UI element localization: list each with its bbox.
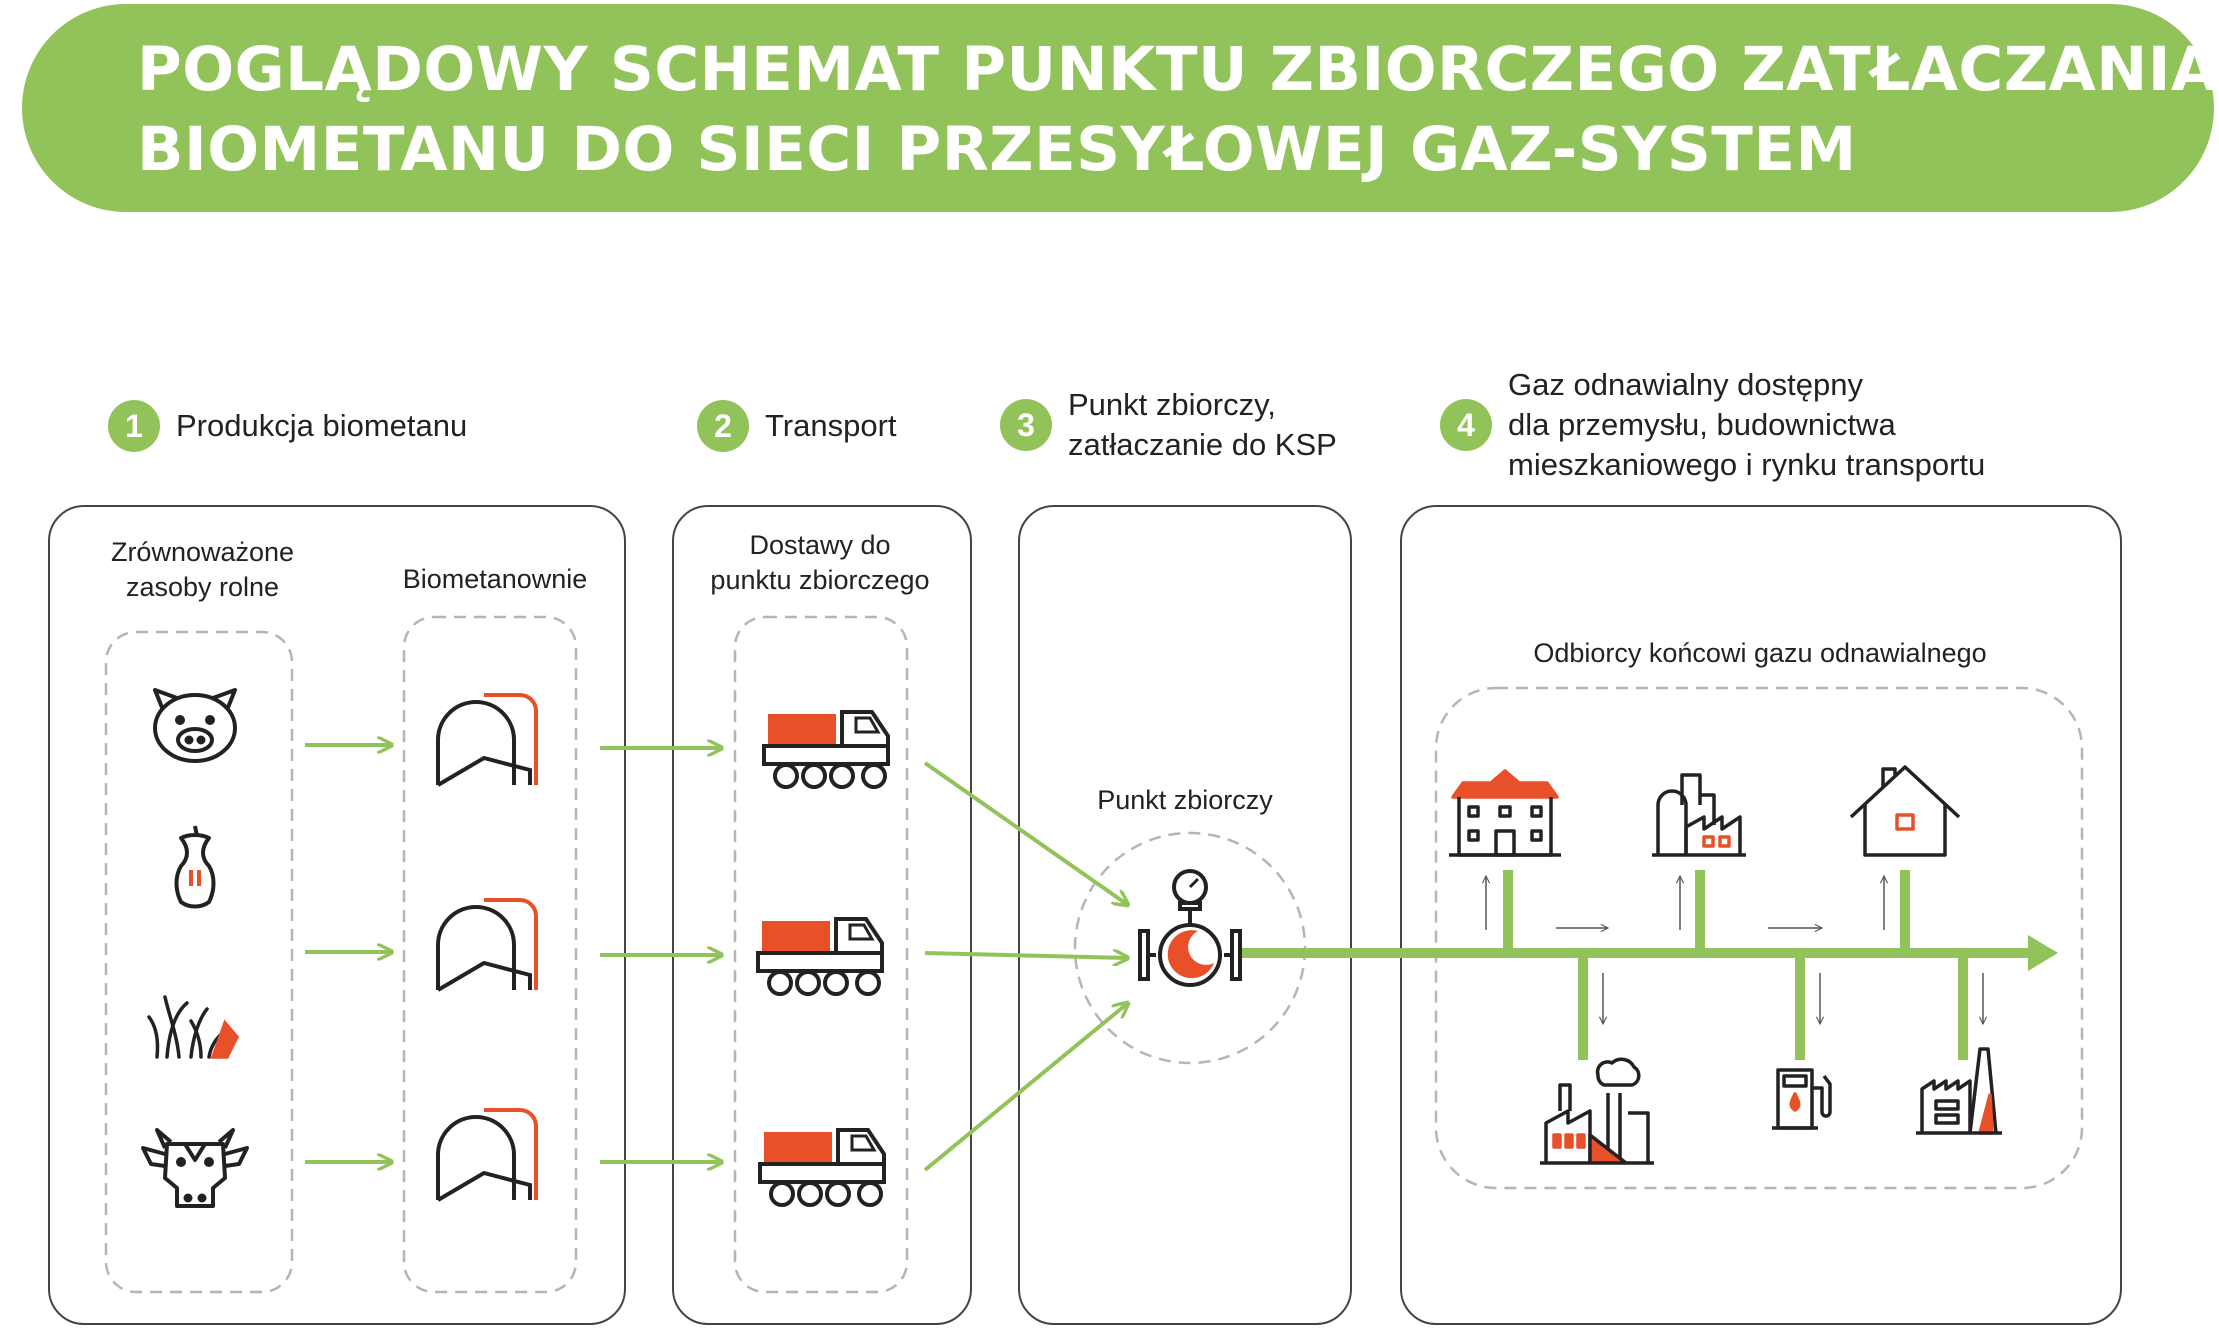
truck-icon xyxy=(758,1128,886,1207)
panel-collection xyxy=(1018,505,1352,1325)
fuel-station-icon xyxy=(1772,1068,1832,1130)
step-2-header: 2 Transport xyxy=(697,400,897,452)
biogas-plant-icon xyxy=(436,898,538,992)
residential-building-icon xyxy=(1449,769,1561,857)
truck-icon xyxy=(762,710,890,789)
direction-arrows xyxy=(1486,876,1983,1024)
cow-icon xyxy=(141,1128,249,1208)
step-1-label: Produkcja biometanu xyxy=(176,408,468,443)
pipeline xyxy=(1240,870,2058,1060)
flow-arrow xyxy=(923,1003,1128,1172)
biogas-plant-icon xyxy=(436,1108,538,1202)
step-2-number: 2 xyxy=(697,400,749,452)
biogas-plants-label: Biometanownie xyxy=(402,564,588,594)
step-3-label: Punkt zbiorczy, zatłaczanie do KSP xyxy=(1068,387,1337,462)
plants-dashed-box xyxy=(402,615,578,1294)
consumers-dashed-box xyxy=(1434,686,2084,1190)
grass-icon xyxy=(147,995,240,1059)
step-4-header: 4 Gaz odnawialny dostępny dla przemysłu,… xyxy=(1440,365,1985,485)
pig-icon xyxy=(153,688,237,763)
step-3-number: 3 xyxy=(1000,399,1052,451)
flow-arrow xyxy=(923,761,1128,905)
steelworks-icon xyxy=(1916,1047,2002,1135)
biogas-plant-icon xyxy=(436,693,538,787)
step-1-number: 1 xyxy=(108,400,160,452)
panel-consumers xyxy=(1400,505,2122,1325)
step-4-label: Gaz odnawialny dostępny dla przemysłu, b… xyxy=(1508,367,1986,482)
title-line-2: BIOMETANU DO SIECI PRZESYŁOWEJ GAZ-SYSTE… xyxy=(137,114,1857,185)
title-line-1: POGLĄDOWY SCHEMAT PUNKTU ZBIORCZEGO ZATŁ… xyxy=(137,34,2219,105)
resources-dashed-box xyxy=(104,630,294,1294)
truck-icon xyxy=(756,917,884,996)
resources-label: Zrównoważone zasoby rolne xyxy=(110,537,295,602)
trucks-dashed-box xyxy=(733,615,909,1294)
panel-transport xyxy=(672,505,972,1325)
flow-arrow xyxy=(924,953,1128,958)
step-3-header: 3 Punkt zbiorczy, zatłaczanie do KSP xyxy=(1000,385,1337,465)
factory-icon xyxy=(1540,1057,1654,1165)
step-2-label: Transport xyxy=(765,408,897,443)
industrial-plant-icon xyxy=(1652,773,1746,857)
deliveries-label: Dostawy do punktu zbiorczego xyxy=(710,530,930,595)
step-4-number: 4 xyxy=(1440,399,1492,451)
end-users-label: Odbiorcy końcowi gazu odnawialnego xyxy=(1533,638,1987,668)
title-banner: POGLĄDOWY SCHEMAT PUNKTU ZBIORCZEGO ZATŁ… xyxy=(22,4,2218,212)
house-icon xyxy=(1849,765,1961,857)
apple-core-icon xyxy=(174,825,216,909)
step-1-header: 1 Produkcja biometanu xyxy=(108,400,467,452)
injection-valve-icon xyxy=(1138,869,1242,987)
collection-point-label: Punkt zbiorczy xyxy=(1097,785,1273,815)
flow-arrows xyxy=(305,745,1128,1172)
